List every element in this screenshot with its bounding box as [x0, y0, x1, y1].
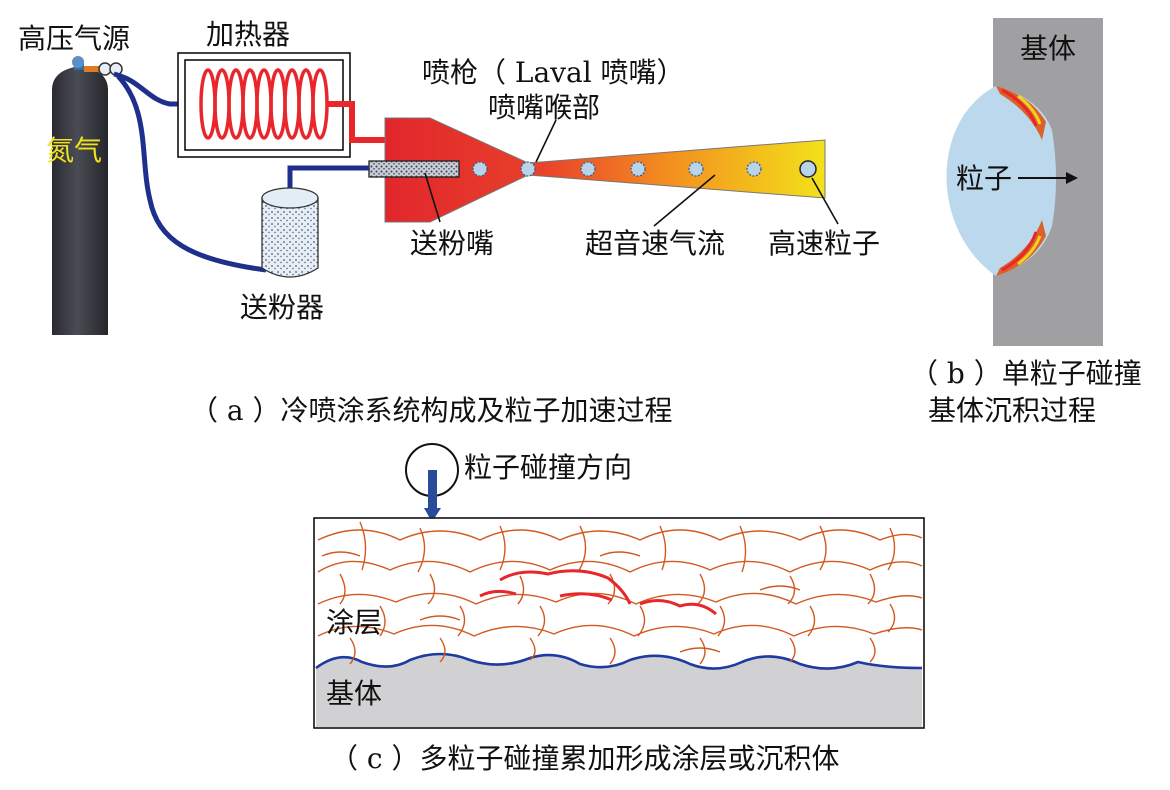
- high-speed-particle-label: 高速粒子: [768, 227, 880, 260]
- heater-label: 加热器: [206, 18, 290, 51]
- particle-shape: [946, 86, 1056, 276]
- throat-label: 喷嘴喉部: [488, 91, 600, 124]
- caption-a: （ a ）冷喷涂系统构成及粒子加速过程: [190, 394, 673, 427]
- high-strain-bands: [479, 569, 717, 616]
- powder-injector-tube: [368, 160, 460, 178]
- substrate-label-b: 基体: [1020, 32, 1076, 65]
- heater: [177, 52, 385, 158]
- caption-c: （ c ）多粒子碰撞累加形成涂层或沉积体: [330, 742, 840, 775]
- nitrogen-cylinder: [52, 56, 123, 335]
- particle-dot: [520, 161, 536, 177]
- laval-nozzle: [368, 117, 826, 223]
- panel-c: 粒子碰撞方向 涂层 基体 （ c ）多粒子碰撞累加形成涂层或沉积体: [313, 443, 925, 775]
- caption-b-line2: 基体沉积过程: [928, 394, 1096, 427]
- pressure-gauge-icon: [98, 62, 112, 76]
- hose-to-feeder: [116, 74, 267, 273]
- particle-dot: [472, 161, 488, 177]
- high-speed-particle-dot: [799, 160, 817, 178]
- splat-jet-bottom: [996, 220, 1046, 276]
- splat-boundaries: [317, 521, 923, 665]
- caption-b-line1: （ b ）单粒子碰撞: [910, 357, 1142, 390]
- particle-dot: [746, 161, 762, 177]
- particle-dot: [580, 161, 596, 177]
- gas-source-label: 高压气源: [18, 22, 130, 55]
- nitrogen-label: 氮气: [46, 134, 102, 167]
- arrow-down-icon: [424, 508, 441, 522]
- panel-a: 高压气源 氮气 加热器 喷枪（ Laval 喷嘴） 喷嘴喉部 送粉嘴 超音速气流…: [18, 18, 880, 427]
- substrate-region: [316, 654, 922, 727]
- interface-line: [315, 652, 923, 670]
- valve-knob-icon: [72, 56, 84, 68]
- particle-label: 粒子: [956, 162, 1012, 195]
- powder-feeder-label: 送粉器: [240, 291, 324, 324]
- particle-dot: [688, 161, 704, 177]
- heating-coil-icon: [199, 68, 329, 140]
- arrow-right-icon: [1066, 172, 1078, 184]
- feeder-nozzle-label: 送粉嘴: [410, 227, 494, 260]
- supersonic-flow-label: 超音速气流: [585, 227, 725, 260]
- splat-jet-top: [996, 86, 1046, 140]
- hose-to-heater: [113, 71, 212, 107]
- impact-direction-label: 粒子碰撞方向: [464, 451, 632, 484]
- panel-b: 基体 粒子 （ b ）单粒子碰撞 基体沉积过程: [910, 18, 1142, 427]
- gun-label: 喷枪（ Laval 喷嘴）: [422, 56, 685, 89]
- coating-label: 涂层: [326, 606, 382, 639]
- powder-feeder: [261, 165, 369, 278]
- substrate-label-c: 基体: [326, 677, 382, 710]
- particle-dot: [630, 161, 646, 177]
